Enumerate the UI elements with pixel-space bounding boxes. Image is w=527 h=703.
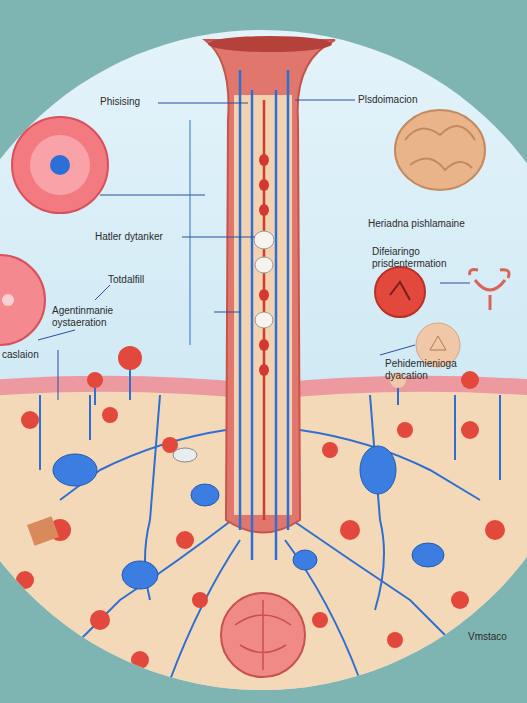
node-dot	[259, 154, 269, 166]
red-cell	[497, 612, 513, 628]
red-cell	[485, 520, 505, 540]
red-cell	[192, 592, 208, 608]
leader-line	[182, 237, 255, 238]
beige-disc-mark	[430, 336, 446, 350]
cell-circle	[12, 117, 108, 213]
blue-vesicle	[122, 561, 158, 589]
vein	[300, 430, 480, 500]
red-cell	[387, 632, 403, 648]
guide-line	[190, 120, 191, 345]
leader-line	[214, 312, 240, 313]
stone	[255, 312, 273, 328]
partial-cell-core	[2, 294, 14, 306]
vein	[292, 520, 450, 640]
node-dot	[259, 339, 269, 351]
red-cell	[322, 442, 338, 458]
uterus-figure	[470, 270, 509, 310]
label-text: Pehidemienioga dyacation	[385, 358, 495, 382]
red-knob	[87, 372, 103, 388]
cell-nucleus	[50, 155, 70, 175]
blue-vesicle	[293, 550, 317, 570]
node-dot	[259, 289, 269, 301]
blue-vesicle	[360, 446, 396, 494]
brain-folds	[405, 126, 475, 170]
red-disc-mark	[390, 282, 410, 300]
tube-veins	[240, 70, 288, 560]
leader-line	[440, 283, 470, 284]
red-cell	[397, 422, 413, 438]
blue-vesicle	[53, 454, 97, 486]
label-text: Phisising	[100, 96, 170, 108]
vein	[80, 520, 232, 640]
red-cell	[16, 571, 34, 589]
tube-wall	[205, 40, 335, 533]
cell-inner	[30, 135, 90, 195]
stones	[254, 231, 274, 328]
label-text: Plsdoimacion	[358, 94, 448, 106]
label-text: Agentinmanie oystaeration	[52, 305, 162, 329]
vein	[287, 70, 290, 530]
node-dot	[259, 204, 269, 216]
bulb-detail	[235, 600, 291, 670]
red-cell	[102, 407, 118, 423]
leader-line	[58, 350, 59, 400]
stone	[255, 257, 273, 273]
vein	[275, 90, 278, 560]
tube-opening	[208, 36, 332, 52]
red-knob	[118, 346, 142, 370]
red-cell	[340, 520, 360, 540]
red-cell	[312, 612, 328, 628]
red-cell	[21, 411, 39, 429]
leader-line	[295, 100, 355, 101]
brain-figure	[395, 110, 485, 190]
bulb-structure	[221, 593, 305, 677]
label-text: Heriadna pishlamaine	[368, 218, 518, 230]
stone	[254, 231, 274, 249]
node-dot	[259, 179, 269, 191]
blue-vesicle	[191, 484, 219, 506]
node-dot	[259, 364, 269, 376]
leader-line	[158, 103, 248, 104]
red-cell	[461, 421, 479, 439]
leader-line	[95, 285, 110, 300]
side-figures	[0, 110, 509, 367]
label-text: Difeiaringo prisdentermation	[372, 246, 482, 270]
red-cell	[131, 651, 149, 669]
red-cell	[451, 591, 469, 609]
blue-vesicle	[412, 543, 444, 567]
red-cell	[90, 610, 110, 630]
label-text: caslaion	[2, 349, 62, 361]
pill-shape	[173, 448, 197, 462]
red-cell	[176, 531, 194, 549]
leader-line	[380, 345, 415, 355]
partial-cell	[0, 255, 45, 345]
label-text: Vmstaco	[468, 631, 523, 643]
label-text: Hatler dytanker	[95, 231, 190, 243]
stalk	[129, 365, 131, 400]
red-disc	[375, 267, 425, 317]
red-knob	[461, 371, 479, 389]
leader-line	[100, 195, 205, 196]
vein	[239, 70, 242, 530]
central-tube	[205, 36, 335, 560]
crystal-shape	[27, 516, 59, 546]
label-text: Totdalfill	[108, 274, 178, 286]
vein	[251, 90, 254, 560]
leader-line	[38, 330, 75, 340]
